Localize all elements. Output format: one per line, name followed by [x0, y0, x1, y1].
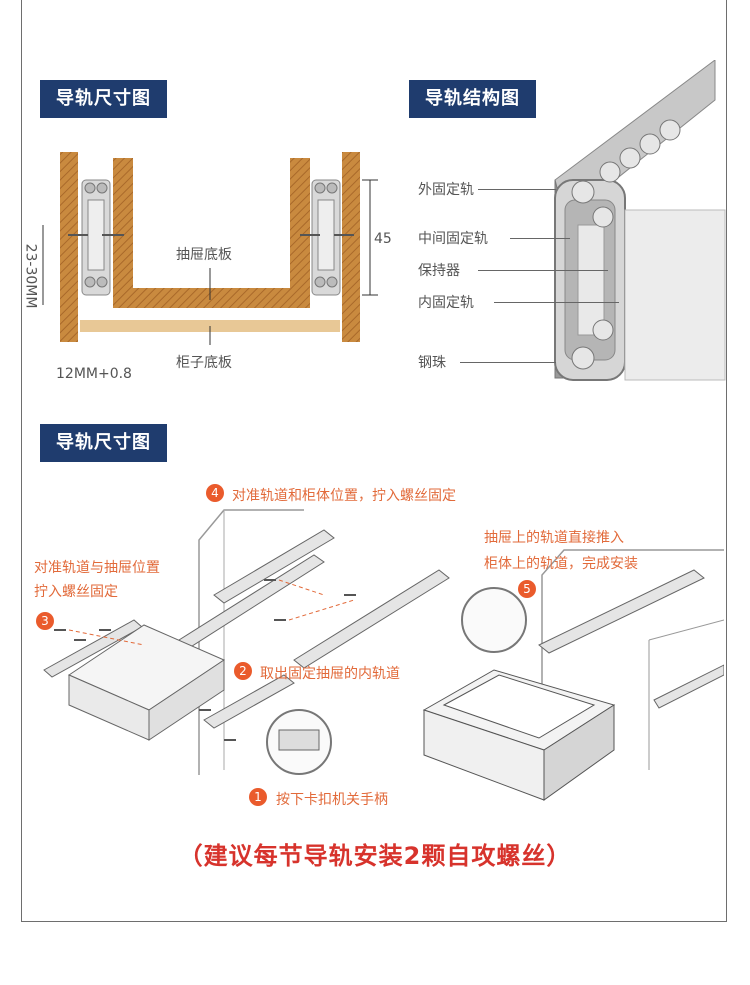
installation-diagram — [43, 509, 724, 801]
drawer-bottom — [113, 288, 310, 308]
height-range-label: 23-30MM — [22, 243, 39, 309]
step-4-badge: 4 — [206, 484, 224, 502]
drawer-bottom-label: 抽屉底板 — [176, 247, 232, 263]
leader-middle-rail — [510, 238, 570, 239]
step-4-text: 对准轨道和柜体位置，拧入螺丝固定 — [232, 488, 456, 504]
recommendation-text: （建议每节导轨安装2颗自攻螺丝） — [178, 842, 572, 870]
step-2-badge: 2 — [234, 662, 252, 680]
structure-title: 导轨结构图 — [409, 80, 536, 118]
step-5-badge: 5 — [518, 580, 536, 598]
drawer-wall-left — [113, 158, 133, 308]
cabinet-wall-left — [60, 152, 78, 342]
part-label-inner-rail: 内固定轨 — [418, 295, 474, 311]
gap-label: 12MM+0.8 — [56, 366, 132, 382]
step-3-badge: 3 — [36, 612, 54, 630]
content-frame — [21, 0, 727, 922]
install-title: 导轨尺寸图 — [40, 424, 167, 462]
step-2-text: 取出固定抽屉的内轨道 — [260, 666, 400, 682]
leader-inner-rail — [494, 302, 619, 303]
cabinet-wall-right — [342, 152, 360, 342]
dimension-diagram — [42, 152, 378, 345]
step-5-text: 抽屉上的轨道直接推入 柜体上的轨道，完成安装 — [484, 530, 638, 572]
dimension-title: 导轨尺寸图 — [40, 80, 167, 118]
step-1-badge: 1 — [249, 788, 267, 806]
rail-right — [311, 179, 341, 296]
leader-outer-rail — [478, 189, 556, 190]
step-3-text: 对准轨道与抽屉位置 拧入螺丝固定 — [34, 560, 160, 600]
leader-retainer — [478, 270, 608, 271]
part-label-steel-ball: 钢珠 — [418, 355, 446, 371]
part-label-middle-rail: 中间固定轨 — [418, 231, 488, 247]
leader-steel-ball — [460, 362, 556, 363]
drawer-wall-right — [290, 158, 310, 308]
structure-diagram — [554, 60, 726, 381]
step-1-text: 按下卡扣机关手柄 — [276, 792, 388, 808]
height-label: 45 — [374, 231, 392, 247]
part-label-outer-rail: 外固定轨 — [418, 182, 474, 198]
cabinet-bottom-label: 柜子底板 — [176, 355, 232, 371]
part-label-retainer: 保持器 — [418, 263, 460, 279]
rail-left — [81, 179, 111, 296]
